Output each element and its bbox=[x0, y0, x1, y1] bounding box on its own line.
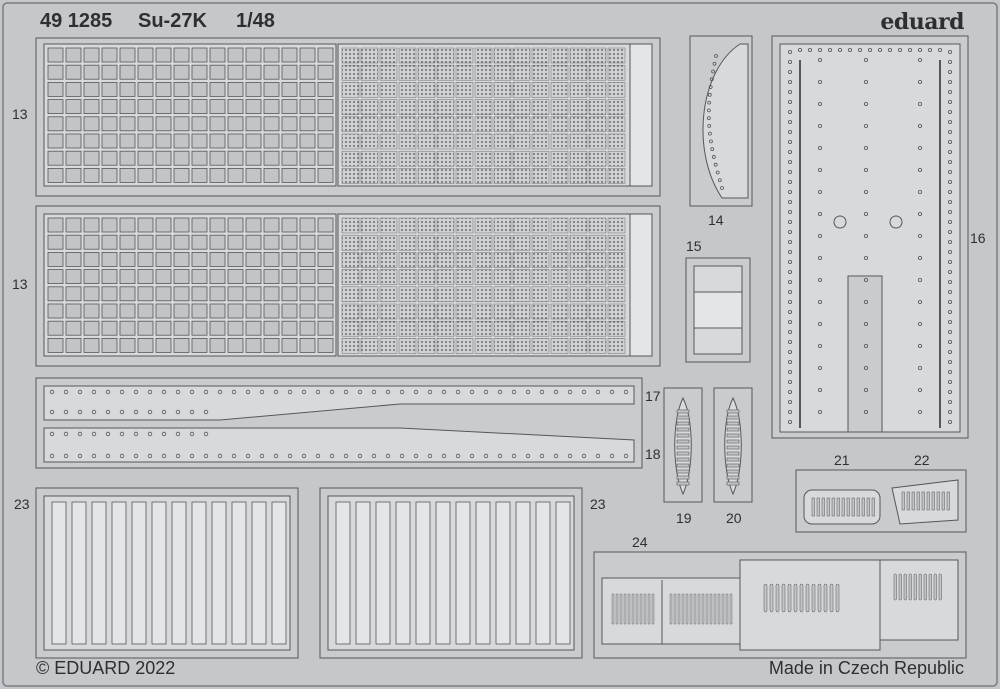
part-number-18: 18 bbox=[645, 446, 661, 462]
part-number-22: 22 bbox=[914, 452, 930, 468]
part-number-14: 14 bbox=[708, 212, 724, 228]
copyright-text: © EDUARD 2022 bbox=[36, 658, 176, 678]
part-15 bbox=[685, 257, 751, 363]
part-number-15: 15 bbox=[686, 238, 702, 254]
part-number-17: 17 bbox=[645, 388, 661, 404]
part-13-bottom bbox=[35, 205, 661, 367]
part-number-24: 24 bbox=[632, 534, 648, 550]
part-23-left bbox=[35, 487, 299, 659]
eduard-logo: eduard bbox=[880, 9, 964, 35]
part-14-curved bbox=[689, 35, 753, 207]
set-number: 49 1285 bbox=[40, 10, 113, 32]
part-number-13-bottom: 13 bbox=[12, 276, 28, 292]
part-19 bbox=[663, 387, 703, 503]
part-number-23-left: 23 bbox=[14, 496, 30, 512]
part-17-18-strips bbox=[35, 377, 643, 469]
part-23-right bbox=[319, 487, 583, 659]
scale-label: 1/48 bbox=[236, 10, 275, 32]
part-number-19: 19 bbox=[676, 510, 692, 526]
part-21-22 bbox=[795, 469, 967, 533]
model-name: Su-27K bbox=[138, 10, 207, 32]
part-number-16: 16 bbox=[970, 230, 986, 246]
origin-text: Made in Czech Republic bbox=[768, 658, 964, 678]
part-number-13-top: 13 bbox=[12, 106, 28, 122]
part-number-21: 21 bbox=[834, 452, 850, 468]
part-16-panel bbox=[771, 35, 969, 439]
part-20 bbox=[713, 387, 753, 503]
part-24 bbox=[593, 551, 967, 659]
part-number-23-right: 23 bbox=[590, 496, 606, 512]
part-number-20: 20 bbox=[726, 510, 742, 526]
part-13-top bbox=[35, 37, 661, 197]
